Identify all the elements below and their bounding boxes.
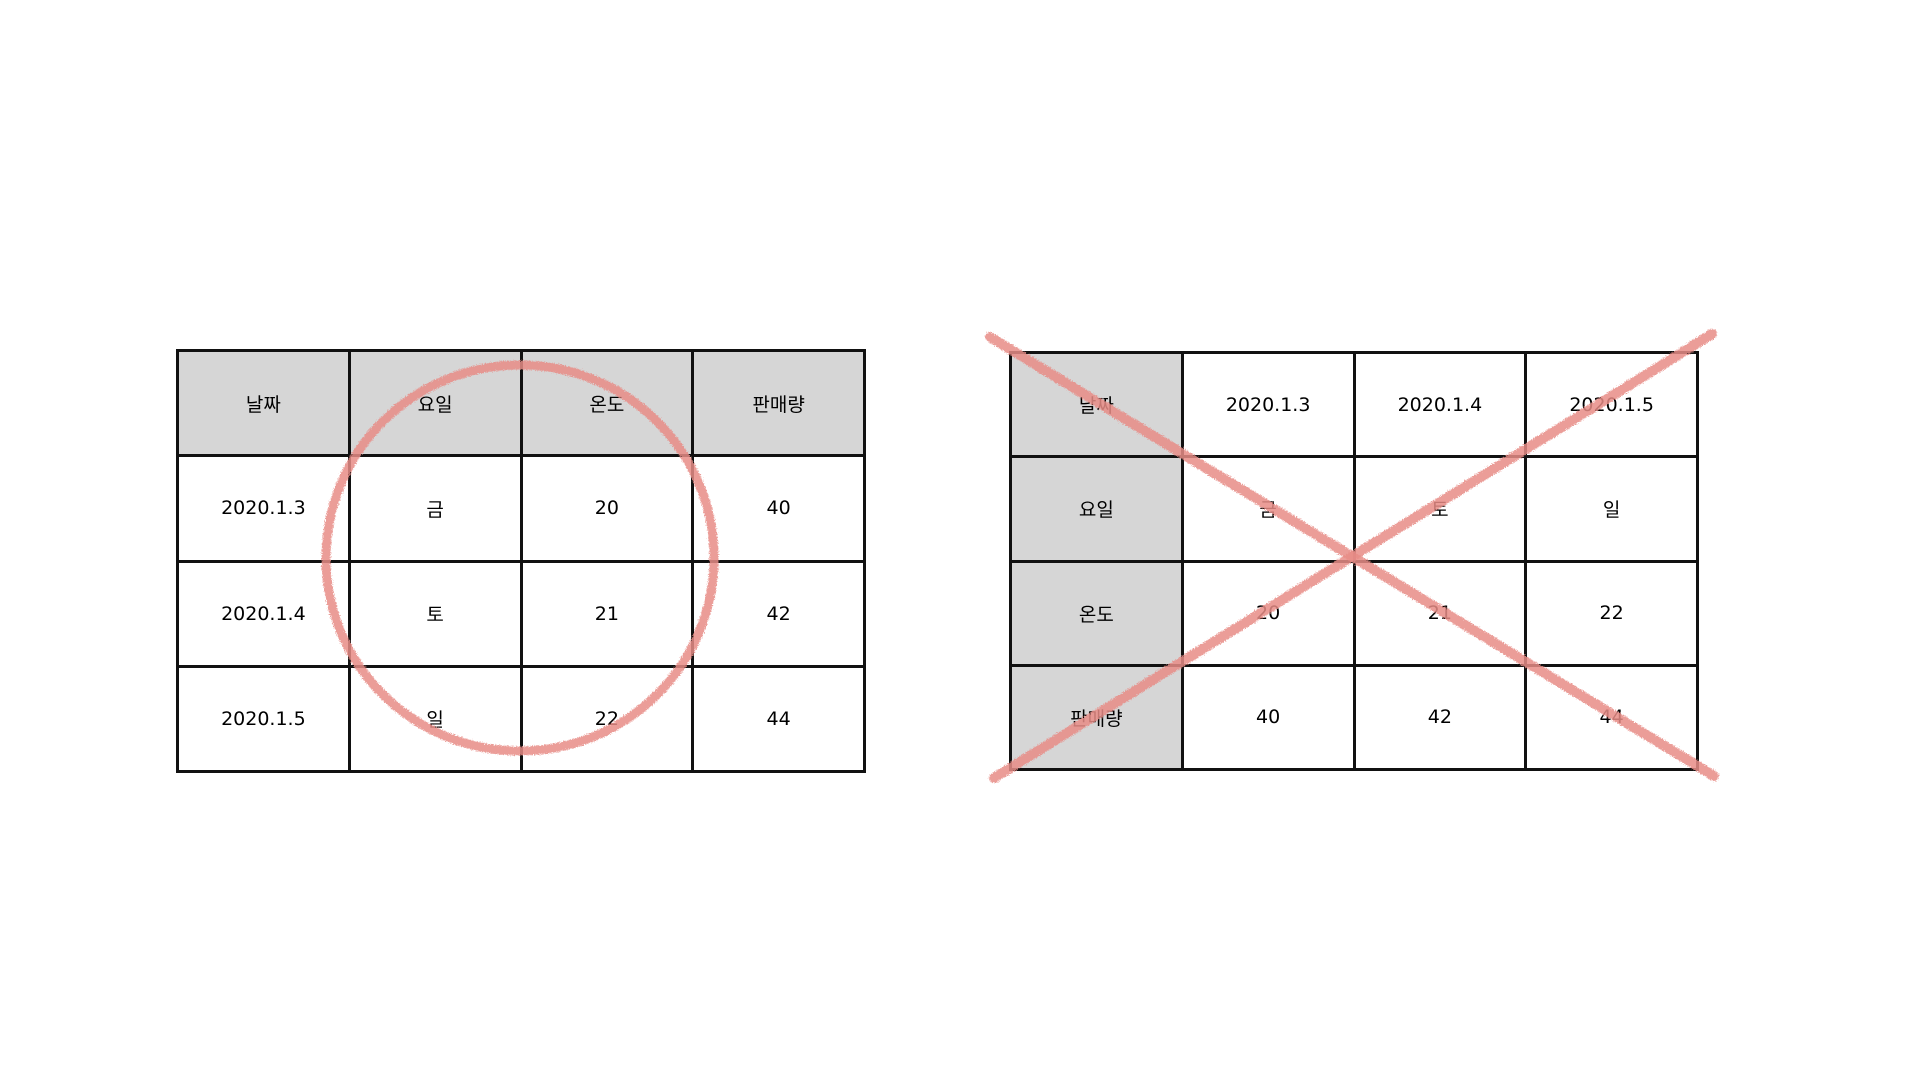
table-cell: 2020.1.3 xyxy=(1180,350,1356,459)
table-cell: 42 xyxy=(691,559,866,668)
table-cell: 20 xyxy=(1180,559,1356,667)
wide-format-table: 날짜 2020.1.3 2020.1.4 2020.1.5 요일 금 토 일 온… xyxy=(1009,350,1699,772)
table-cell: 일 xyxy=(1524,455,1699,563)
table-cell: 40 xyxy=(1180,663,1356,772)
header-cell-temperature: 온도 xyxy=(519,348,695,458)
header-cell-weekday: 요일 xyxy=(347,348,523,458)
table-cell: 40 xyxy=(691,454,866,563)
long-format-table-container: 날짜 요일 온도 판매량 2020.1.3 금 20 40 2020.1.4 토… xyxy=(176,348,866,774)
table-cell: 22 xyxy=(1524,559,1699,667)
table-cell: 44 xyxy=(1524,663,1699,772)
table-cell: 2020.1.5 xyxy=(1524,350,1699,459)
table-cell: 20 xyxy=(519,454,695,563)
table-cell: 22 xyxy=(519,664,695,774)
table-cell: 토 xyxy=(1352,455,1528,563)
row-header-date: 날짜 xyxy=(1009,350,1184,459)
table-cell: 42 xyxy=(1352,663,1528,772)
table-row: 요일 금 토 일 xyxy=(1009,455,1699,563)
table-cell: 21 xyxy=(1352,559,1528,667)
table-row: 2020.1.5 일 22 44 xyxy=(176,664,866,774)
table-cell: 44 xyxy=(691,664,866,774)
table-row: 날짜 2020.1.3 2020.1.4 2020.1.5 xyxy=(1009,350,1699,459)
table-cell: 토 xyxy=(347,559,523,668)
long-format-table: 날짜 요일 온도 판매량 2020.1.3 금 20 40 2020.1.4 토… xyxy=(176,348,866,774)
table-cell: 21 xyxy=(519,559,695,668)
table-header-row: 날짜 요일 온도 판매량 xyxy=(176,348,866,458)
header-cell-sales: 판매량 xyxy=(691,348,866,458)
table-row: 온도 20 21 22 xyxy=(1009,559,1699,667)
table-cell: 일 xyxy=(347,664,523,774)
row-header-sales: 판매량 xyxy=(1009,663,1184,772)
table-cell: 금 xyxy=(347,454,523,563)
table-cell: 2020.1.4 xyxy=(1352,350,1528,459)
table-row: 판매량 40 42 44 xyxy=(1009,663,1699,772)
table-row: 2020.1.4 토 21 42 xyxy=(176,559,866,668)
header-cell-date: 날짜 xyxy=(176,348,351,458)
table-cell: 금 xyxy=(1180,455,1356,563)
row-header-weekday: 요일 xyxy=(1009,455,1184,563)
table-cell: 2020.1.5 xyxy=(176,664,351,774)
table-row: 2020.1.3 금 20 40 xyxy=(176,454,866,563)
wide-format-table-container: 날짜 2020.1.3 2020.1.4 2020.1.5 요일 금 토 일 온… xyxy=(1009,350,1699,772)
table-cell: 2020.1.3 xyxy=(176,454,351,563)
row-header-temperature: 온도 xyxy=(1009,559,1184,667)
table-cell: 2020.1.4 xyxy=(176,559,351,668)
